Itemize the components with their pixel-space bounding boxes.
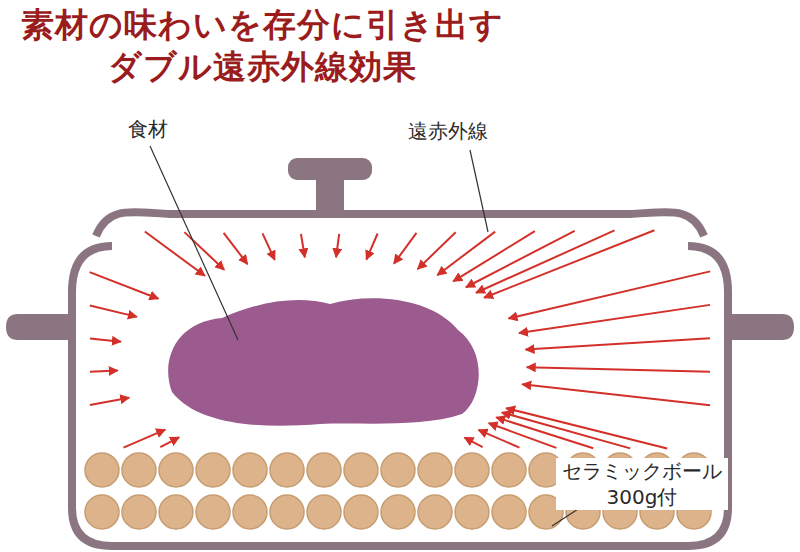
- leader-line: [150, 146, 238, 340]
- ceramic-ball: [159, 453, 193, 487]
- ceramic-ball: [122, 495, 156, 529]
- ceramic-ball: [85, 495, 119, 529]
- infrared-arrow: [224, 233, 248, 264]
- infrared-arrow: [519, 305, 710, 333]
- infrared-arrow: [263, 233, 275, 259]
- ceramic-ball: [418, 453, 452, 487]
- ceramic-ball: [196, 495, 230, 529]
- ceramic-ball: [233, 453, 267, 487]
- food-item: [168, 298, 479, 425]
- leader-line: [470, 150, 488, 232]
- infrared-arrow: [90, 371, 118, 372]
- infrared-arrow: [160, 437, 179, 447]
- infrared-arrow: [484, 230, 654, 298]
- infrared-arrow: [502, 412, 630, 448]
- infrared-arrow: [394, 233, 417, 264]
- infrared-arrow: [418, 232, 456, 269]
- ceramic-ball: [455, 495, 489, 529]
- infrared-arrow: [90, 398, 129, 405]
- infrared-arrow: [184, 232, 224, 270]
- infrared-arrow: [366, 234, 377, 260]
- pot-handle: [6, 314, 72, 340]
- infrared-arrow: [336, 234, 339, 257]
- ceramic-ball: [307, 495, 341, 529]
- ceramic-ball: [381, 453, 415, 487]
- ceramic-ball: [122, 453, 156, 487]
- infrared-arrow: [522, 384, 710, 405]
- ceramic-ball: [307, 453, 341, 487]
- infrared-arrow: [489, 423, 557, 448]
- ceramic-ball: [418, 495, 452, 529]
- infrared-arrow: [301, 234, 305, 257]
- pot-lid: [96, 212, 704, 236]
- ceramic-ball: [85, 453, 119, 487]
- pot-handle: [728, 314, 794, 340]
- ceramic-ball: [196, 453, 230, 487]
- ceramic-ball: [492, 495, 526, 529]
- part-label: 遠赤外線: [408, 118, 488, 144]
- ceramic-ball: [233, 495, 267, 529]
- ceramic-ball: [344, 495, 378, 529]
- infrared-arrow: [526, 338, 710, 349]
- infrared-arrow: [90, 339, 121, 342]
- part-label: セラミックボール 300g付: [556, 458, 728, 510]
- infrared-arrow: [453, 231, 535, 281]
- infrared-arrow: [145, 232, 205, 276]
- ceramic-ball: [455, 453, 489, 487]
- infrared-arrow: [90, 272, 159, 299]
- infrared-arrow: [496, 417, 593, 448]
- ceramic-ball: [381, 495, 415, 529]
- far-infrared-arrows: [90, 230, 711, 448]
- infrared-arrow: [527, 367, 710, 372]
- lid-knob: [316, 176, 344, 216]
- ceramic-ball: [270, 453, 304, 487]
- infrared-arrow: [437, 232, 495, 276]
- pot-body: [72, 246, 728, 546]
- infrared-arrow: [464, 438, 482, 448]
- part-label: 食材: [128, 116, 168, 142]
- ceramic-ball: [492, 453, 526, 487]
- infrared-arrow: [476, 230, 614, 292]
- ceramic-ball: [344, 453, 378, 487]
- diagram-title: 素材の味わいを存分に引き出す ダブル遠赤外線効果: [12, 4, 512, 88]
- ceramic-ball: [270, 495, 304, 529]
- infrared-arrow: [124, 430, 166, 448]
- infrared-arrow: [90, 305, 137, 316]
- infrared-arrow: [506, 408, 667, 448]
- lid-knob: [288, 158, 372, 180]
- infrared-arrow: [509, 271, 711, 318]
- ceramic-ball: [159, 495, 193, 529]
- infrared-arrow: [466, 231, 575, 287]
